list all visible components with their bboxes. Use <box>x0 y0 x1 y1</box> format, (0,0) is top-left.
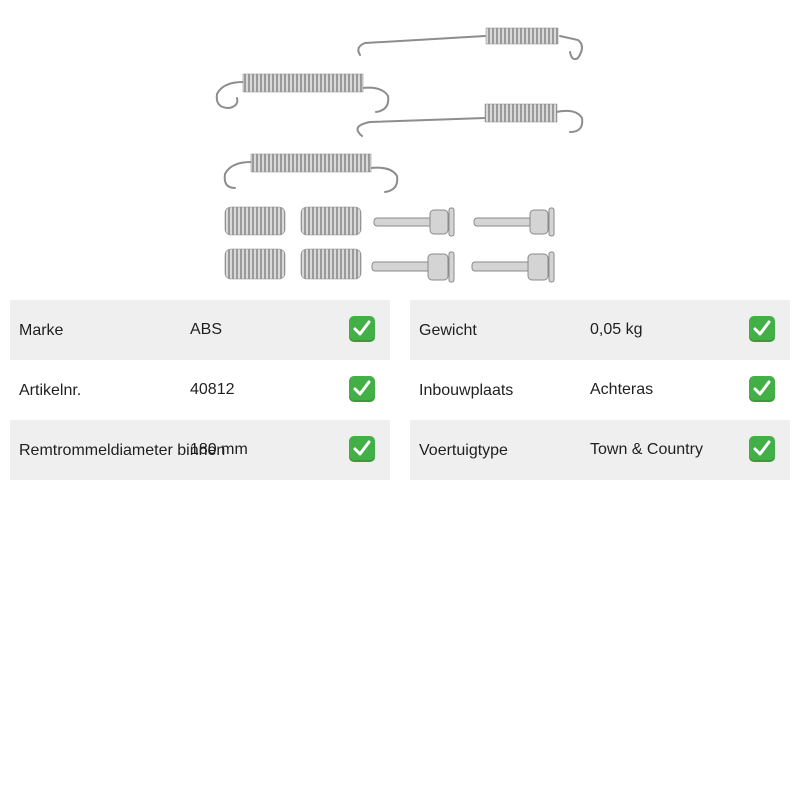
spec-row: Inbouwplaats Achteras <box>410 360 790 420</box>
spec-label: Remtrommeldiameter binnen <box>19 442 226 459</box>
check-icon <box>349 436 375 462</box>
check-icon <box>349 376 375 402</box>
spec-row: Artikelnr. 40812 <box>10 360 390 420</box>
spec-label: Voertuigtype <box>419 442 508 459</box>
spec-value: Achteras <box>590 381 654 398</box>
spec-value: 40812 <box>190 381 235 398</box>
product-image <box>200 0 600 290</box>
spec-value: Town & Country <box>590 441 703 458</box>
check-icon <box>749 376 775 402</box>
spec-column-left: Marke ABS Artikelnr. 40812 Remtrommeldia… <box>10 300 390 480</box>
spec-row: Voertuigtype Town & Country <box>410 420 790 480</box>
spec-value: ABS <box>190 321 223 338</box>
spec-row: Remtrommeldiameter binnen 180 mm <box>10 420 390 480</box>
spec-value: 180 mm <box>190 441 248 458</box>
spec-label: Artikelnr. <box>19 382 82 399</box>
check-icon <box>749 316 775 342</box>
brake-spring-kit-image <box>215 27 584 283</box>
spec-row: Marke ABS <box>10 300 390 360</box>
spec-table: Marke ABS Artikelnr. 40812 Remtrommeldia… <box>10 300 790 480</box>
spec-label: Marke <box>19 322 64 339</box>
check-icon <box>749 436 775 462</box>
spec-label: Inbouwplaats <box>419 382 514 399</box>
spec-column-right: Gewicht 0,05 kg Inbouwplaats Achteras Vo… <box>410 300 790 480</box>
spec-value: 0,05 kg <box>590 321 643 338</box>
spec-label: Gewicht <box>419 322 477 339</box>
check-icon <box>349 316 375 342</box>
spec-row: Gewicht 0,05 kg <box>410 300 790 360</box>
